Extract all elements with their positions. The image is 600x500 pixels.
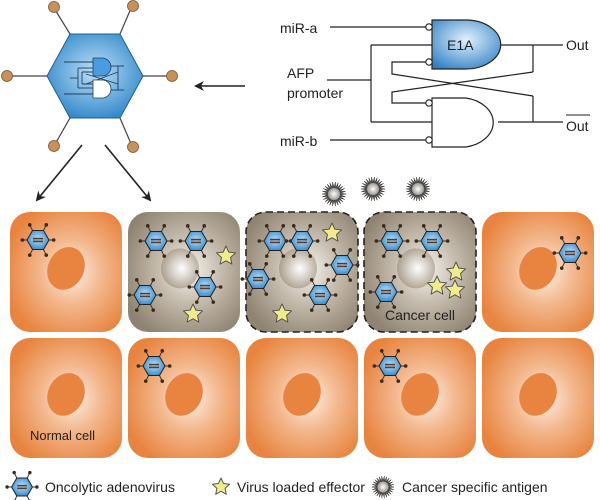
large-adenovirus-icon: [1, 0, 178, 153]
star-icon: [426, 275, 448, 295]
adenovirus-icon: [368, 275, 404, 309]
nucleus: [519, 373, 557, 416]
adenovirus-icon: [414, 224, 450, 258]
fiber-knobs: [1, 0, 178, 153]
adenovirus-icon: [5, 470, 39, 500]
capsid-gate-top: [92, 57, 112, 77]
fiber-spikes: [8, 5, 171, 147]
adenovirus-icon: [324, 248, 360, 282]
star-icon: [182, 303, 204, 323]
input-mir-b: miR-b: [280, 133, 318, 149]
normal-cell: [10, 338, 122, 458]
adenovirus-icon: [284, 224, 320, 258]
star-icon: [211, 477, 231, 495]
antigens-group: [321, 177, 431, 206]
nucleus: [519, 247, 557, 290]
adenovirus-icon: [302, 278, 338, 312]
cell-particles: [20, 222, 588, 383]
e1a-label: E1A: [447, 37, 474, 53]
normal-cell: [246, 338, 358, 458]
capsid-mini-circuit: [64, 61, 124, 95]
legend-star-icon: [211, 477, 231, 495]
capsid-gate-bottom: [92, 79, 112, 99]
antigen-icon: [360, 177, 386, 201]
adenovirus-icon: [136, 349, 172, 383]
adenovirus-icon: [127, 278, 163, 312]
inverter-bubbles: [425, 23, 433, 144]
star-icon: [444, 279, 466, 299]
nucleus: [283, 373, 321, 416]
adenovirus-icon: [138, 224, 174, 258]
logic-circuit: [327, 26, 563, 141]
output-out: Out: [566, 37, 589, 53]
legend-adenovirus-icon: [5, 470, 39, 500]
legend-antigen-icon: [371, 476, 395, 498]
nucleus: [401, 373, 439, 416]
antigen-icon: [321, 182, 347, 206]
adenovirus-icon: [20, 223, 56, 257]
normal-cell: [364, 338, 476, 458]
adenovirus-icon: [257, 224, 293, 258]
adenovirus-icon: [178, 224, 214, 258]
adenovirus-icon: [374, 224, 410, 258]
nucleus: [165, 373, 203, 416]
input-promoter: promoter: [287, 85, 343, 101]
antigen-icon: [371, 476, 395, 498]
legend-adenovirus-label: Oncolytic adenovirus: [45, 479, 175, 495]
normal-cell: [128, 338, 240, 458]
and-gate-bottom: [431, 97, 494, 148]
infected-cell: [128, 212, 240, 332]
normal-cell: [10, 212, 122, 332]
legend: Oncolytic adenovirus Virus loaded effect…: [5, 470, 548, 500]
normal-cell-label: Normal cell: [30, 428, 95, 443]
nucleus: [47, 247, 85, 290]
star-icon: [445, 261, 467, 281]
input-mir-a: miR-a: [280, 20, 318, 36]
input-afp: AFP: [287, 65, 314, 81]
e1a-gate: [431, 19, 502, 70]
nucleus: [47, 373, 85, 416]
adenovirus-icon: [372, 349, 408, 383]
star-icon: [321, 222, 343, 242]
nucleus: [279, 248, 317, 289]
arrow-to-normal-cell: [35, 144, 83, 202]
normal-cell: [482, 212, 594, 332]
cancer-cell-label: Cancer cell: [385, 307, 455, 323]
normal-cell: [482, 338, 594, 458]
arrow-to-infected-cell: [104, 144, 152, 202]
adenovirus-icon: [552, 236, 588, 270]
legend-antigen-label: Cancer specific antigen: [402, 479, 548, 495]
adenovirus-icon: [187, 270, 223, 304]
nucleus: [397, 248, 435, 289]
star-icon: [215, 245, 237, 265]
legend-effector-label: Virus loaded effector: [237, 479, 365, 495]
output-out-bar: Out: [566, 118, 589, 134]
nucleus: [161, 248, 199, 289]
adenovirus-icon: [240, 262, 276, 296]
antigen-icon: [405, 177, 431, 201]
star-icon: [271, 303, 293, 323]
